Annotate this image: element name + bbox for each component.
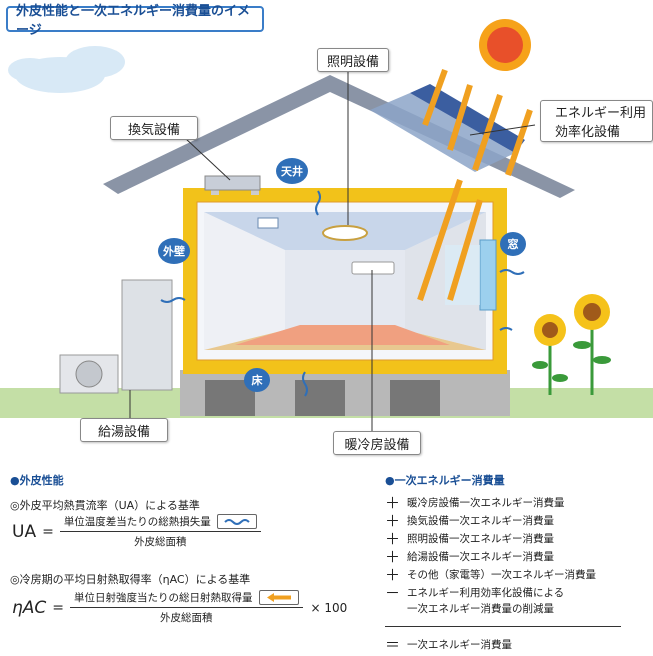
window xyxy=(479,239,497,311)
energy-item-reduction: －エネルギー利用効率化設備による xyxy=(385,583,565,602)
energy-item-ventilation: ＋換気設備一次エネルギー消費量 xyxy=(385,511,554,530)
envelope-heading: ●外皮性能 xyxy=(10,474,64,487)
ua-numerator: 単位温度差当たりの総熱損失量 xyxy=(63,516,211,528)
ua-formula: UA = 単位温度差当たりの総熱損失量 外皮総面積 xyxy=(12,514,261,549)
water-heater-tank xyxy=(121,279,173,391)
sunlight-arrows xyxy=(417,68,533,301)
eta-equals: = xyxy=(52,599,65,616)
sun-icon xyxy=(479,19,531,71)
energy-heading: ●一次エネルギー消費量 xyxy=(385,474,505,487)
ceiling-bubble: 天井 xyxy=(276,158,308,184)
sunflower-left xyxy=(532,314,568,395)
hvac-label: 暖冷房設備 xyxy=(333,431,421,455)
eta-denominator: 外皮総面積 xyxy=(160,612,213,624)
eta-symbol: ηAC xyxy=(12,597,47,618)
energy-item-reduction-cont: 一次エネルギー消費量の削減量 xyxy=(407,603,554,615)
energy-list: ＋暖冷房設備一次エネルギー消費量 ＋換気設備一次エネルギー消費量 ＋照明設備一次… xyxy=(385,493,647,654)
ua-fraction: 単位温度差当たりの総熱損失量 外皮総面積 xyxy=(59,514,261,549)
solar-gain-arrow-icon xyxy=(258,590,299,605)
ceiling-light xyxy=(322,225,368,241)
heat-loss-arrow-icon xyxy=(216,514,257,529)
house-illustration xyxy=(0,19,653,438)
renewable-label: エネルギー利用 効率化設備 xyxy=(540,100,653,142)
eta-description: ◎冷房期の平均日射熱取得率（ηAC）による基準 xyxy=(10,573,251,586)
sunflower-right xyxy=(573,294,611,395)
ventilation-label: 換気設備 xyxy=(110,116,198,140)
energy-item-hvac: ＋暖冷房設備一次エネルギー消費量 xyxy=(385,493,565,512)
page-title: 外皮性能と一次エネルギー消費量のイメージ xyxy=(6,4,264,38)
eta-numerator: 単位日射強度当たりの総日射熱取得量 xyxy=(74,592,253,604)
heat-flow-arrows xyxy=(160,190,525,397)
eta-multiplier: × 100 xyxy=(310,600,348,615)
insulation xyxy=(183,188,507,374)
ac-unit xyxy=(351,261,395,275)
lighting-label: 照明設備 xyxy=(317,48,389,72)
ua-equals: = xyxy=(42,523,54,540)
hot-water-label: 給湯設備 xyxy=(80,418,168,442)
wall-bubble: 外壁 xyxy=(158,238,190,264)
window-bubble: 窓 xyxy=(500,232,526,256)
energy-item-hot-water: ＋給湯設備一次エネルギー消費量 xyxy=(385,547,554,566)
renewable-label-line2: 効率化設備 xyxy=(555,125,621,140)
ua-description: ◎外皮平均熱貫流率（UA）による基準 xyxy=(10,499,200,512)
eta-fraction: 単位日射強度当たりの総日射熱取得量 外皮総面積 xyxy=(70,590,303,625)
energy-total: ＝一次エネルギー消費量 xyxy=(385,635,512,654)
energy-item-lighting: ＋照明設備一次エネルギー消費量 xyxy=(385,529,554,548)
floor-bubble: 床 xyxy=(244,368,270,392)
eta-formula: ηAC = 単位日射強度当たりの総日射熱取得量 外皮総面積 × 100 xyxy=(12,590,347,625)
ua-symbol: UA xyxy=(12,521,37,542)
energy-item-other: ＋その他（家電等）一次エネルギー消費量 xyxy=(385,565,596,584)
energy-divider xyxy=(385,626,621,627)
ua-denominator: 外皮総面積 xyxy=(134,536,187,548)
renewable-label-line1: エネルギー利用 xyxy=(555,106,647,121)
cloud-shape xyxy=(8,46,125,93)
